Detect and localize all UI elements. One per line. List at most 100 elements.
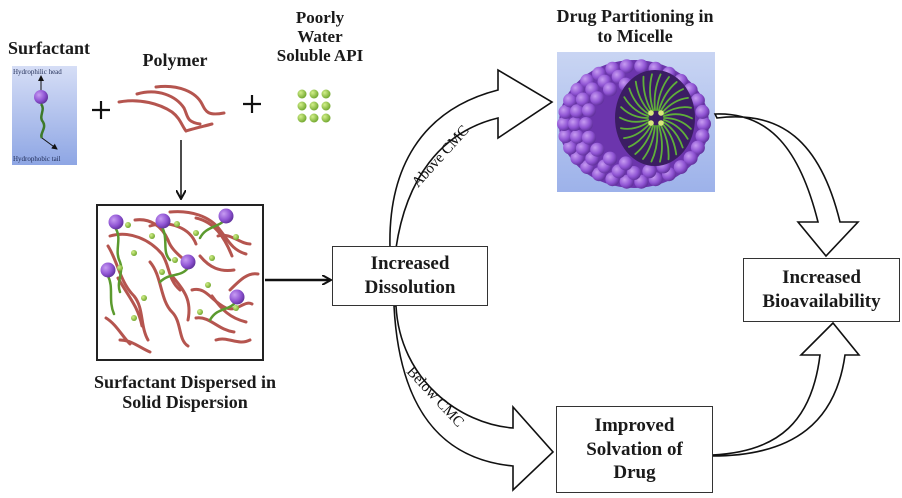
micelle-sphere	[683, 151, 698, 166]
bioavailability-line2: Bioavailability	[762, 291, 881, 312]
surfactant-head	[108, 214, 124, 230]
micelle-tail	[634, 124, 655, 155]
micelle-drug-particle	[658, 120, 664, 126]
micelle-sphere	[590, 142, 605, 157]
micelle-sphere	[634, 59, 649, 74]
hydrophobic-tail-label: Hydrophobic tail	[13, 155, 61, 163]
micelle-sphere	[690, 140, 705, 155]
drug-particle	[141, 295, 147, 301]
micelle-sphere	[590, 91, 605, 106]
api-particles-icon	[297, 89, 331, 123]
bioavailability-line1: Increased	[782, 267, 861, 289]
drug-particle	[125, 222, 131, 228]
solid-dispersion-image	[96, 204, 264, 361]
below-cmc-arrow	[393, 305, 555, 492]
solvation-to-bioavailability-arrow	[711, 321, 861, 457]
micelle-tail	[628, 87, 650, 116]
micelle-sphere	[603, 82, 617, 97]
api-particle	[309, 101, 319, 111]
micelle-sphere	[673, 160, 688, 175]
drug-particle	[233, 305, 239, 311]
increased-dissolution-box: Increased Dissolution	[332, 246, 488, 306]
api-title-line2: Water	[297, 27, 343, 47]
micelle-sphere	[695, 104, 710, 119]
drug-particle	[197, 309, 203, 315]
polymer-title: Polymer	[142, 50, 208, 70]
surfactant-head	[218, 208, 234, 224]
micelle-sphere	[579, 117, 593, 131]
drug-particle	[193, 230, 199, 236]
micelle-tail	[657, 81, 678, 112]
drug-particle	[117, 265, 123, 271]
drug-particle	[174, 221, 180, 227]
micelle-sphere	[575, 141, 590, 156]
drug-particle	[209, 255, 215, 261]
micelle-sphere	[575, 92, 590, 107]
solvation-line2: Solvation of	[586, 438, 683, 460]
micelle-sphere	[581, 130, 596, 145]
api-particle	[321, 89, 331, 99]
micelle-drug-particle	[658, 110, 664, 116]
micelle-tail	[634, 80, 651, 114]
api-particle	[309, 113, 319, 123]
micelle-sphere	[619, 59, 634, 74]
solvation-line3: Drug	[613, 462, 656, 484]
micelle-sphere	[603, 151, 617, 166]
increased-bioavailability-box: Increased Bioavailability	[743, 258, 900, 322]
micelle-sphere	[563, 140, 578, 155]
micelle-tail	[656, 76, 670, 111]
micelle-sphere	[695, 129, 710, 144]
api-particle	[321, 101, 331, 111]
api-title-line3: Soluble API	[276, 46, 364, 66]
surfactant-icon	[12, 66, 77, 165]
improved-solvation-box: Improved Solvation of Drug	[556, 406, 713, 493]
micelle-image	[557, 52, 715, 192]
micelle-tail	[650, 125, 659, 163]
drug-particle	[131, 250, 137, 256]
micelle-title-line2: to Micelle	[597, 26, 673, 47]
micelle-sphere	[570, 104, 584, 119]
micelle-tail	[623, 122, 651, 139]
micelle-tail	[628, 123, 653, 148]
micelle-sphere	[697, 117, 711, 131]
micelle-sphere	[558, 129, 573, 144]
api-particle	[297, 101, 307, 111]
surfactant-head	[155, 213, 171, 229]
micelle-tail	[620, 106, 649, 119]
micelle-drug-particle	[648, 120, 654, 126]
dissolution-line2: Dissolution	[364, 277, 456, 298]
surfactant-head	[100, 262, 116, 278]
above-cmc-arrow	[389, 68, 554, 249]
api-title: Poorly Water Soluble API	[265, 8, 375, 65]
micelle-to-bioavailability-arrow	[713, 113, 860, 258]
micelle-sphere	[618, 156, 633, 171]
drug-particle	[149, 233, 155, 239]
micelle-sphere	[581, 103, 596, 118]
micelle-tail	[662, 120, 684, 149]
micelle-tail	[620, 120, 650, 130]
micelle-tail	[662, 119, 689, 140]
hydrophilic-head-label: Hydrophilic head	[13, 68, 62, 76]
micelle-sphere	[568, 117, 582, 131]
micelle-sphere	[558, 104, 573, 119]
micelle-title-line1: Drug Partitioning in	[556, 6, 714, 26]
micelle-tail	[659, 123, 670, 161]
micelle-drug-particle	[648, 110, 654, 116]
micelle-sphere	[690, 93, 705, 108]
micelle-sphere	[563, 93, 578, 108]
drug-particle	[205, 282, 211, 288]
micelle-tail	[659, 88, 684, 113]
api-particle	[321, 113, 331, 123]
surfactant-title: Surfactant	[8, 38, 90, 58]
micelle-tail	[662, 113, 693, 120]
solvation-line1: Improved	[594, 414, 675, 436]
micelle-tail	[623, 96, 650, 117]
micelle-tail	[642, 75, 653, 113]
api-title-line1: Poorly	[295, 8, 345, 27]
micelle-sphere	[642, 164, 657, 179]
drug-particle	[131, 315, 137, 321]
micelle-tail	[663, 117, 692, 130]
micelle-sphere	[570, 129, 584, 144]
drug-particle	[172, 257, 178, 263]
